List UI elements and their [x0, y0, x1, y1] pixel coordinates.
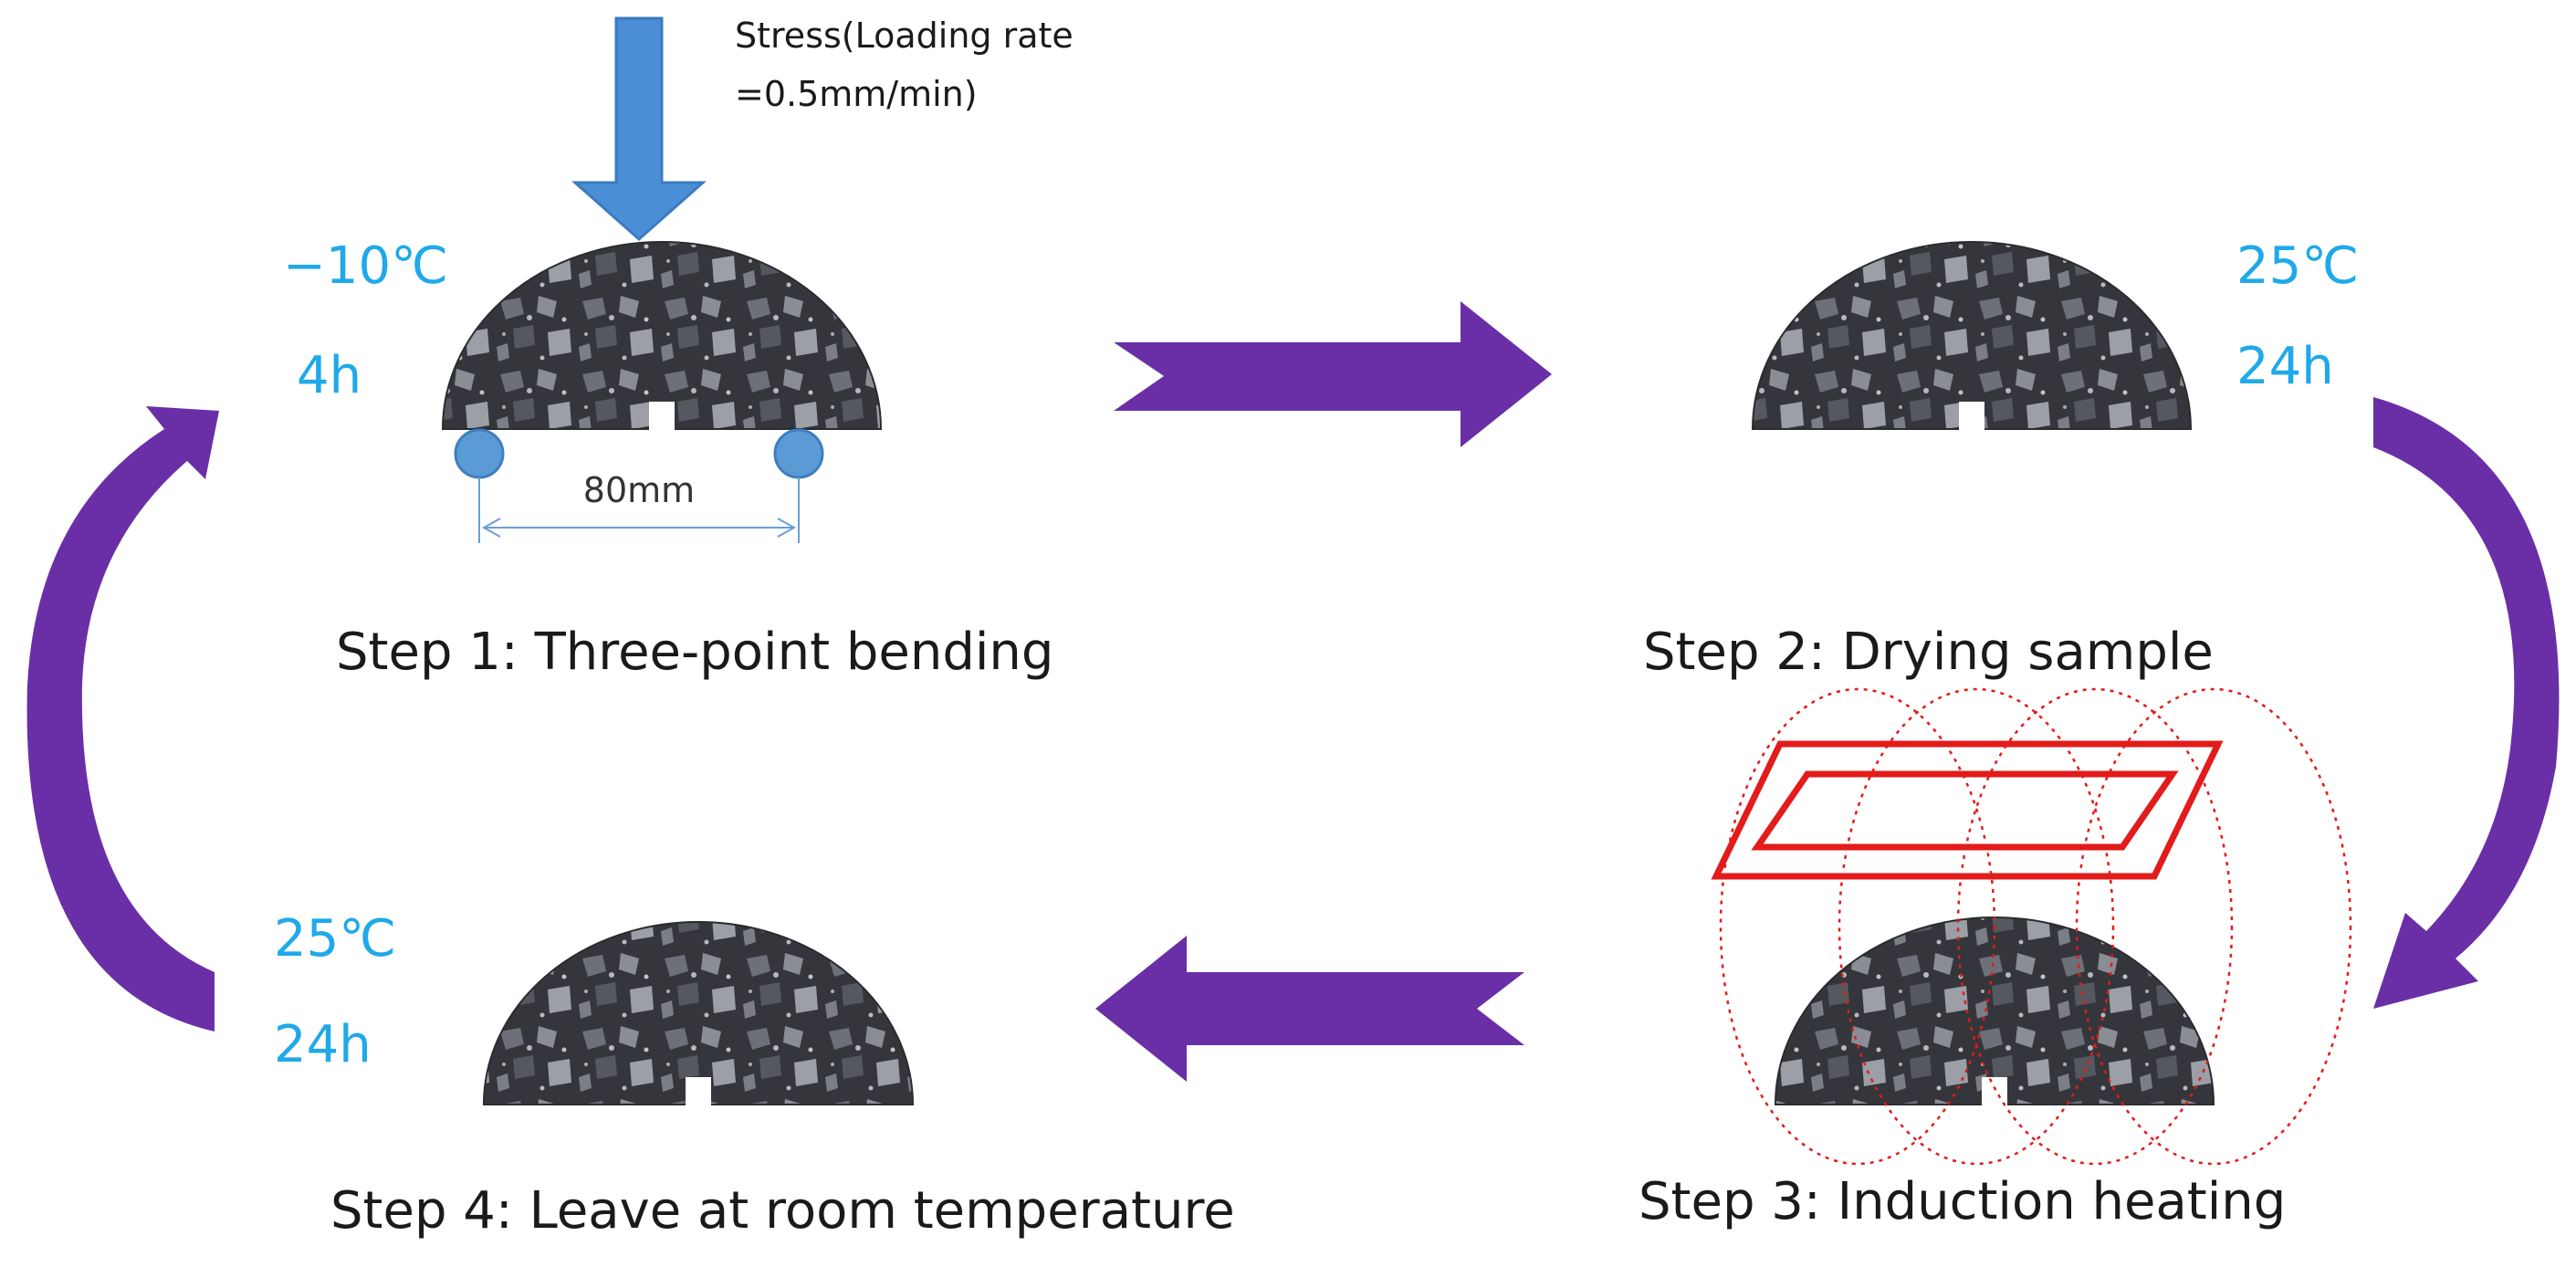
arrow-step1-to-step2	[1114, 301, 1552, 447]
step2-duration: 24h	[2236, 337, 2334, 396]
step1-temperature: −10℃	[283, 236, 448, 296]
arrow-step3-to-step4	[1095, 936, 1524, 1082]
support-right	[773, 428, 824, 479]
span-dimension	[478, 477, 800, 543]
arrow-step4-to-step1	[26, 406, 219, 1031]
load-arrow	[571, 16, 707, 242]
arrow-step2-to-step3	[2373, 397, 2560, 1009]
step4-title: Step 4: Leave at room temperature	[330, 1181, 1235, 1241]
span-label: 80mm	[583, 470, 695, 510]
magnetic-field-lines	[1719, 687, 2352, 1166]
step2-temperature: 25℃	[2236, 236, 2359, 296]
step1-duration: 4h	[297, 346, 361, 405]
stress-label-line1: Stress(Loading rate	[735, 16, 1073, 56]
specimen-step3	[1774, 916, 2215, 1106]
specimen-step4	[482, 921, 915, 1106]
step4-duration: 24h	[274, 1015, 372, 1074]
specimen-step2	[1751, 241, 2193, 431]
supports	[454, 428, 824, 479]
specimen-step1	[441, 241, 883, 431]
induction-coil	[1711, 740, 2224, 880]
step4-temperature: 25℃	[274, 909, 396, 969]
step3-title: Step 3: Induction heating	[1639, 1172, 2286, 1231]
support-left	[454, 428, 505, 479]
stress-label-line2: =0.5mm/min)	[735, 74, 978, 114]
step2-title: Step 2: Drying sample	[1643, 623, 2214, 682]
step1-title: Step 1: Three-point bending	[336, 623, 1053, 682]
